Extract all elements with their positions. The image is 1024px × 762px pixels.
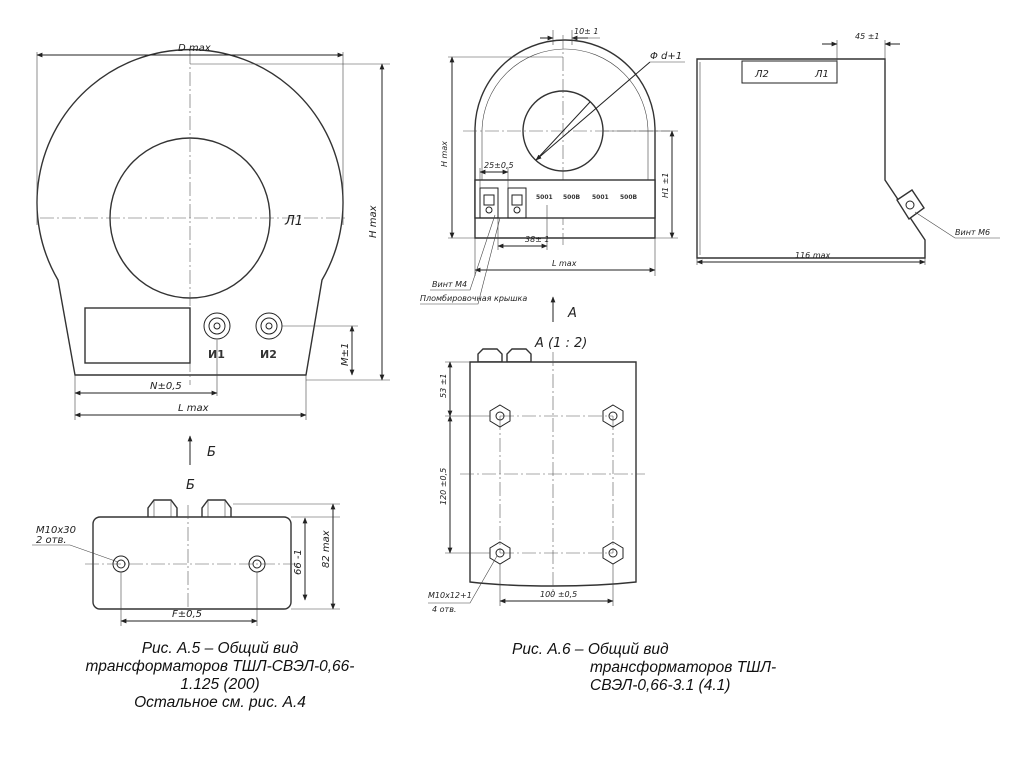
fig6-dim-l: L max xyxy=(552,259,577,268)
fig6-dim-h1: H1 ±1 xyxy=(661,173,670,198)
fig6-dim-100: 100 ±0,5 xyxy=(540,590,577,599)
fig5-front-view: И1 И2 Л1 D max H max M±1 N±0,5 L max xyxy=(36,43,390,420)
fig6-dim-phi: Φ d+1 xyxy=(650,51,682,62)
fig5-dim-m: M±1 xyxy=(340,343,351,366)
fig6-terminal-label-1: 5001 xyxy=(536,194,553,201)
fig6-side-view: Л2 Л1 45 ±1 116 max Винт М6 xyxy=(696,32,1000,265)
fig6-front-view: 5001 500В 5001 500В 10± 1 Φ d+1 H max H1… xyxy=(420,27,685,305)
fig5-caption: Рис. А.5 – Общий вид трансформаторов ТШЛ… xyxy=(0,640,440,712)
fig5-bottom-terminals xyxy=(147,499,232,519)
fig6-terminal-strip xyxy=(474,179,656,219)
fig6-dim-116: 116 max xyxy=(795,251,831,260)
fig5-dim-d: D max xyxy=(178,43,211,54)
fig6-terminal-label-3: 5001 xyxy=(592,194,609,201)
fig6-side-nameplate xyxy=(741,60,838,84)
fig5-caption-line-3: 1.125 (200) xyxy=(180,676,260,693)
fig5-terminal-1 xyxy=(203,312,231,340)
fig6-hole-note-2: 4 отв. xyxy=(432,605,456,614)
fig5-dim-n: N±0,5 xyxy=(150,381,182,392)
fig5-nameplate xyxy=(84,307,191,364)
fig5-dim-h: H max xyxy=(368,205,379,238)
fig6-dim-53: 53 ±1 xyxy=(439,373,448,398)
fig5-caption-line-4: Остальное см. рис. А.4 xyxy=(134,694,306,711)
fig6-bottom-view: 53 ±1 120 ±0,5 100 ±0,5 M10x12+1 4 отв. xyxy=(428,348,645,614)
fig6-dim-25: 25±0,5 xyxy=(484,161,514,170)
fig5-dim-f: F±0,5 xyxy=(172,609,202,620)
fig5-view-arrow: Б xyxy=(187,435,216,465)
fig6-dim-120: 120 ±0,5 xyxy=(439,468,448,505)
fig6-view-arrow: A xyxy=(550,296,577,322)
fig6-seal-note: Пломбировочная крышка xyxy=(420,294,527,303)
fig6-caption: Рис. А.6 – Общий вид трансформаторов ТШЛ… xyxy=(512,641,852,695)
fig6-screw-note: Винт М4 xyxy=(432,280,467,289)
fig6-view-arrow-label: A xyxy=(567,306,577,321)
fig6-dim-38: 38± 1 xyxy=(525,235,550,244)
fig6-dim-10: 10± 1 xyxy=(574,27,599,36)
fig6-side-screw xyxy=(896,189,925,221)
fig5-dim-66: 66 -1 xyxy=(293,549,304,575)
fig5-term2-label: И2 xyxy=(260,348,277,361)
fig5-marking: Л1 xyxy=(284,214,303,229)
fig6-nut-top-right xyxy=(602,404,624,428)
fig6-terminal-2 xyxy=(507,187,527,219)
fig5-bottom-body xyxy=(92,516,292,610)
fig6-mark-l1: Л1 xyxy=(814,69,829,80)
fig5-hole-note-2: 2 отв. xyxy=(36,535,67,546)
fig5-dim-82: 82 max xyxy=(321,530,332,568)
fig6-dim-45: 45 ±1 xyxy=(855,32,880,41)
fig5-view-title: Б xyxy=(186,478,195,493)
fig5-hole-note-1: M10x30 xyxy=(36,525,76,536)
fig6-mark-l2: Л2 xyxy=(754,69,769,80)
fig6-nut-top-left xyxy=(489,404,511,428)
fig5-bottom-view: M10x30 2 отв. 66 -1 82 max F±0,5 xyxy=(32,499,340,626)
fig6-hole-note-1: M10x12+1 xyxy=(428,591,472,600)
fig5-caption-line-2: трансформаторов ТШЛ-СВЭЛ-0,66- xyxy=(85,658,355,675)
fig5-term1-label: И1 xyxy=(208,348,225,361)
fig6-terminal-1 xyxy=(479,187,499,219)
fig6-terminal-label-4: 500В xyxy=(620,194,638,201)
fig6-bottom-terminals xyxy=(477,348,532,363)
fig6-caption-line-1: Рис. А.6 – Общий вид xyxy=(512,641,669,658)
fig5-view-arrow-label: Б xyxy=(207,445,216,460)
fig5-dim-l: L max xyxy=(178,403,209,414)
fig6-dim-h: H max xyxy=(440,141,449,167)
fig6-caption-line-2: трансформаторов ТШЛ- xyxy=(590,659,777,676)
fig6-terminal-label-2: 500В xyxy=(563,194,581,201)
fig6-side-body xyxy=(696,58,926,259)
fig6-view-title: A (1 : 2) xyxy=(534,336,587,351)
fig6-side-screw-note: Винт М6 xyxy=(955,228,990,237)
fig6-caption-line-3: СВЭЛ-0,66-3.1 (4.1) xyxy=(590,677,731,694)
fig5-caption-line-1: Рис. А.5 – Общий вид xyxy=(141,640,299,657)
